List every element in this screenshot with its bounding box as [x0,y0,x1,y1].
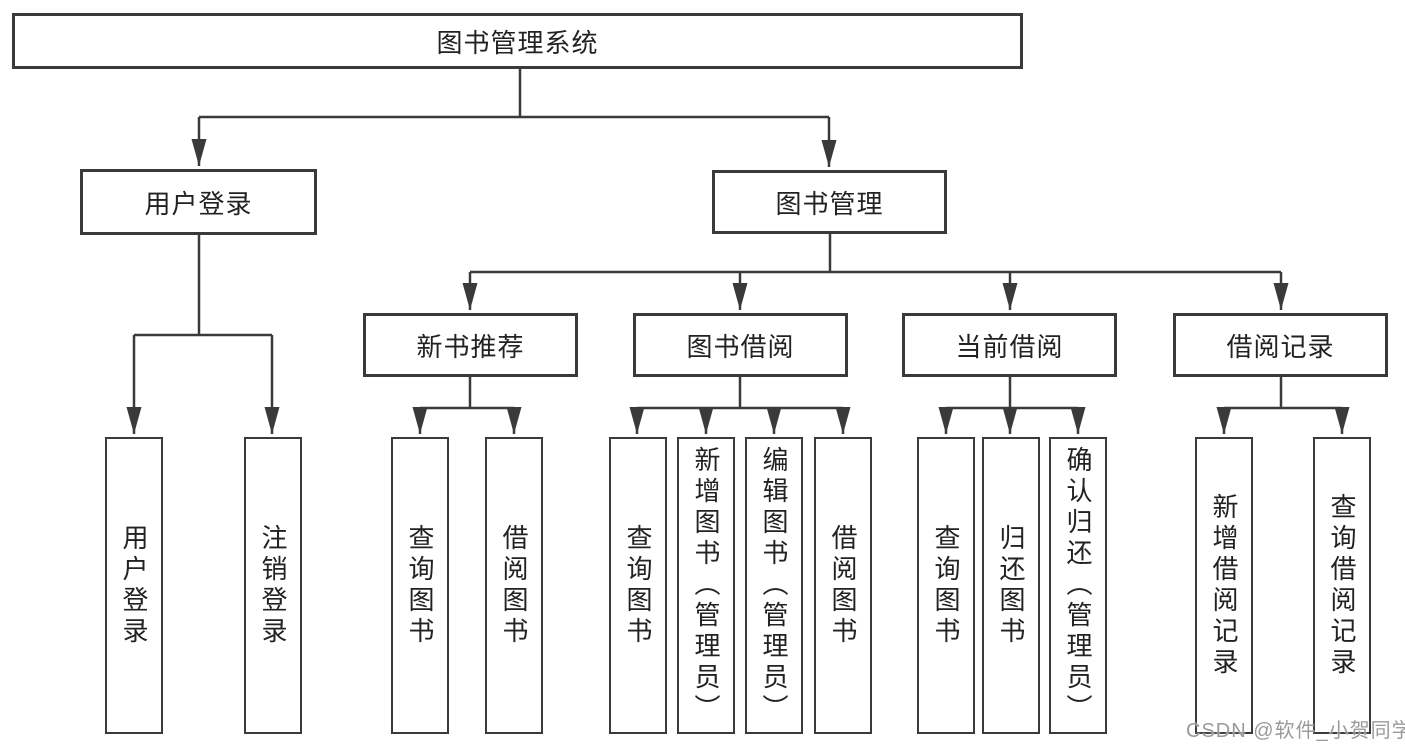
leaf-logout: 注销登录 [244,437,302,734]
node-library-management-system: 图书管理系统 [12,13,1023,69]
node-book-management: 图书管理 [712,170,947,234]
leaf-borrow-books-borrowing: 借阅图书 [814,437,872,734]
leaf-borrow-books-recommend: 借阅图书 [485,437,543,734]
leaf-add-borrow-record: 新增借阅记录 [1195,437,1253,734]
csdn-watermark: CSDN @软件_小贺同学 [1186,720,1405,742]
leaf-return-books: 归还图书 [982,437,1040,734]
node-borrowing-records: 借阅记录 [1173,313,1388,377]
leaf-query-borrow-record: 查询借阅记录 [1313,437,1371,734]
leaf-query-books-recommend: 查询图书 [391,437,449,734]
leaf-confirm-return-admin: 确认归还（管理员） [1049,437,1107,734]
leaf-query-books-borrowing: 查询图书 [609,437,667,734]
node-new-book-recommendation: 新书推荐 [363,313,578,377]
node-book-borrowing: 图书借阅 [633,313,848,377]
leaf-query-books-current: 查询图书 [917,437,975,734]
node-user-login: 用户登录 [80,169,317,235]
node-current-borrowing: 当前借阅 [902,313,1117,377]
leaf-add-book-admin: 新增图书（管理员） [677,437,735,734]
leaf-edit-book-admin: 编辑图书（管理员） [745,437,803,734]
leaf-user-login: 用户登录 [105,437,163,734]
